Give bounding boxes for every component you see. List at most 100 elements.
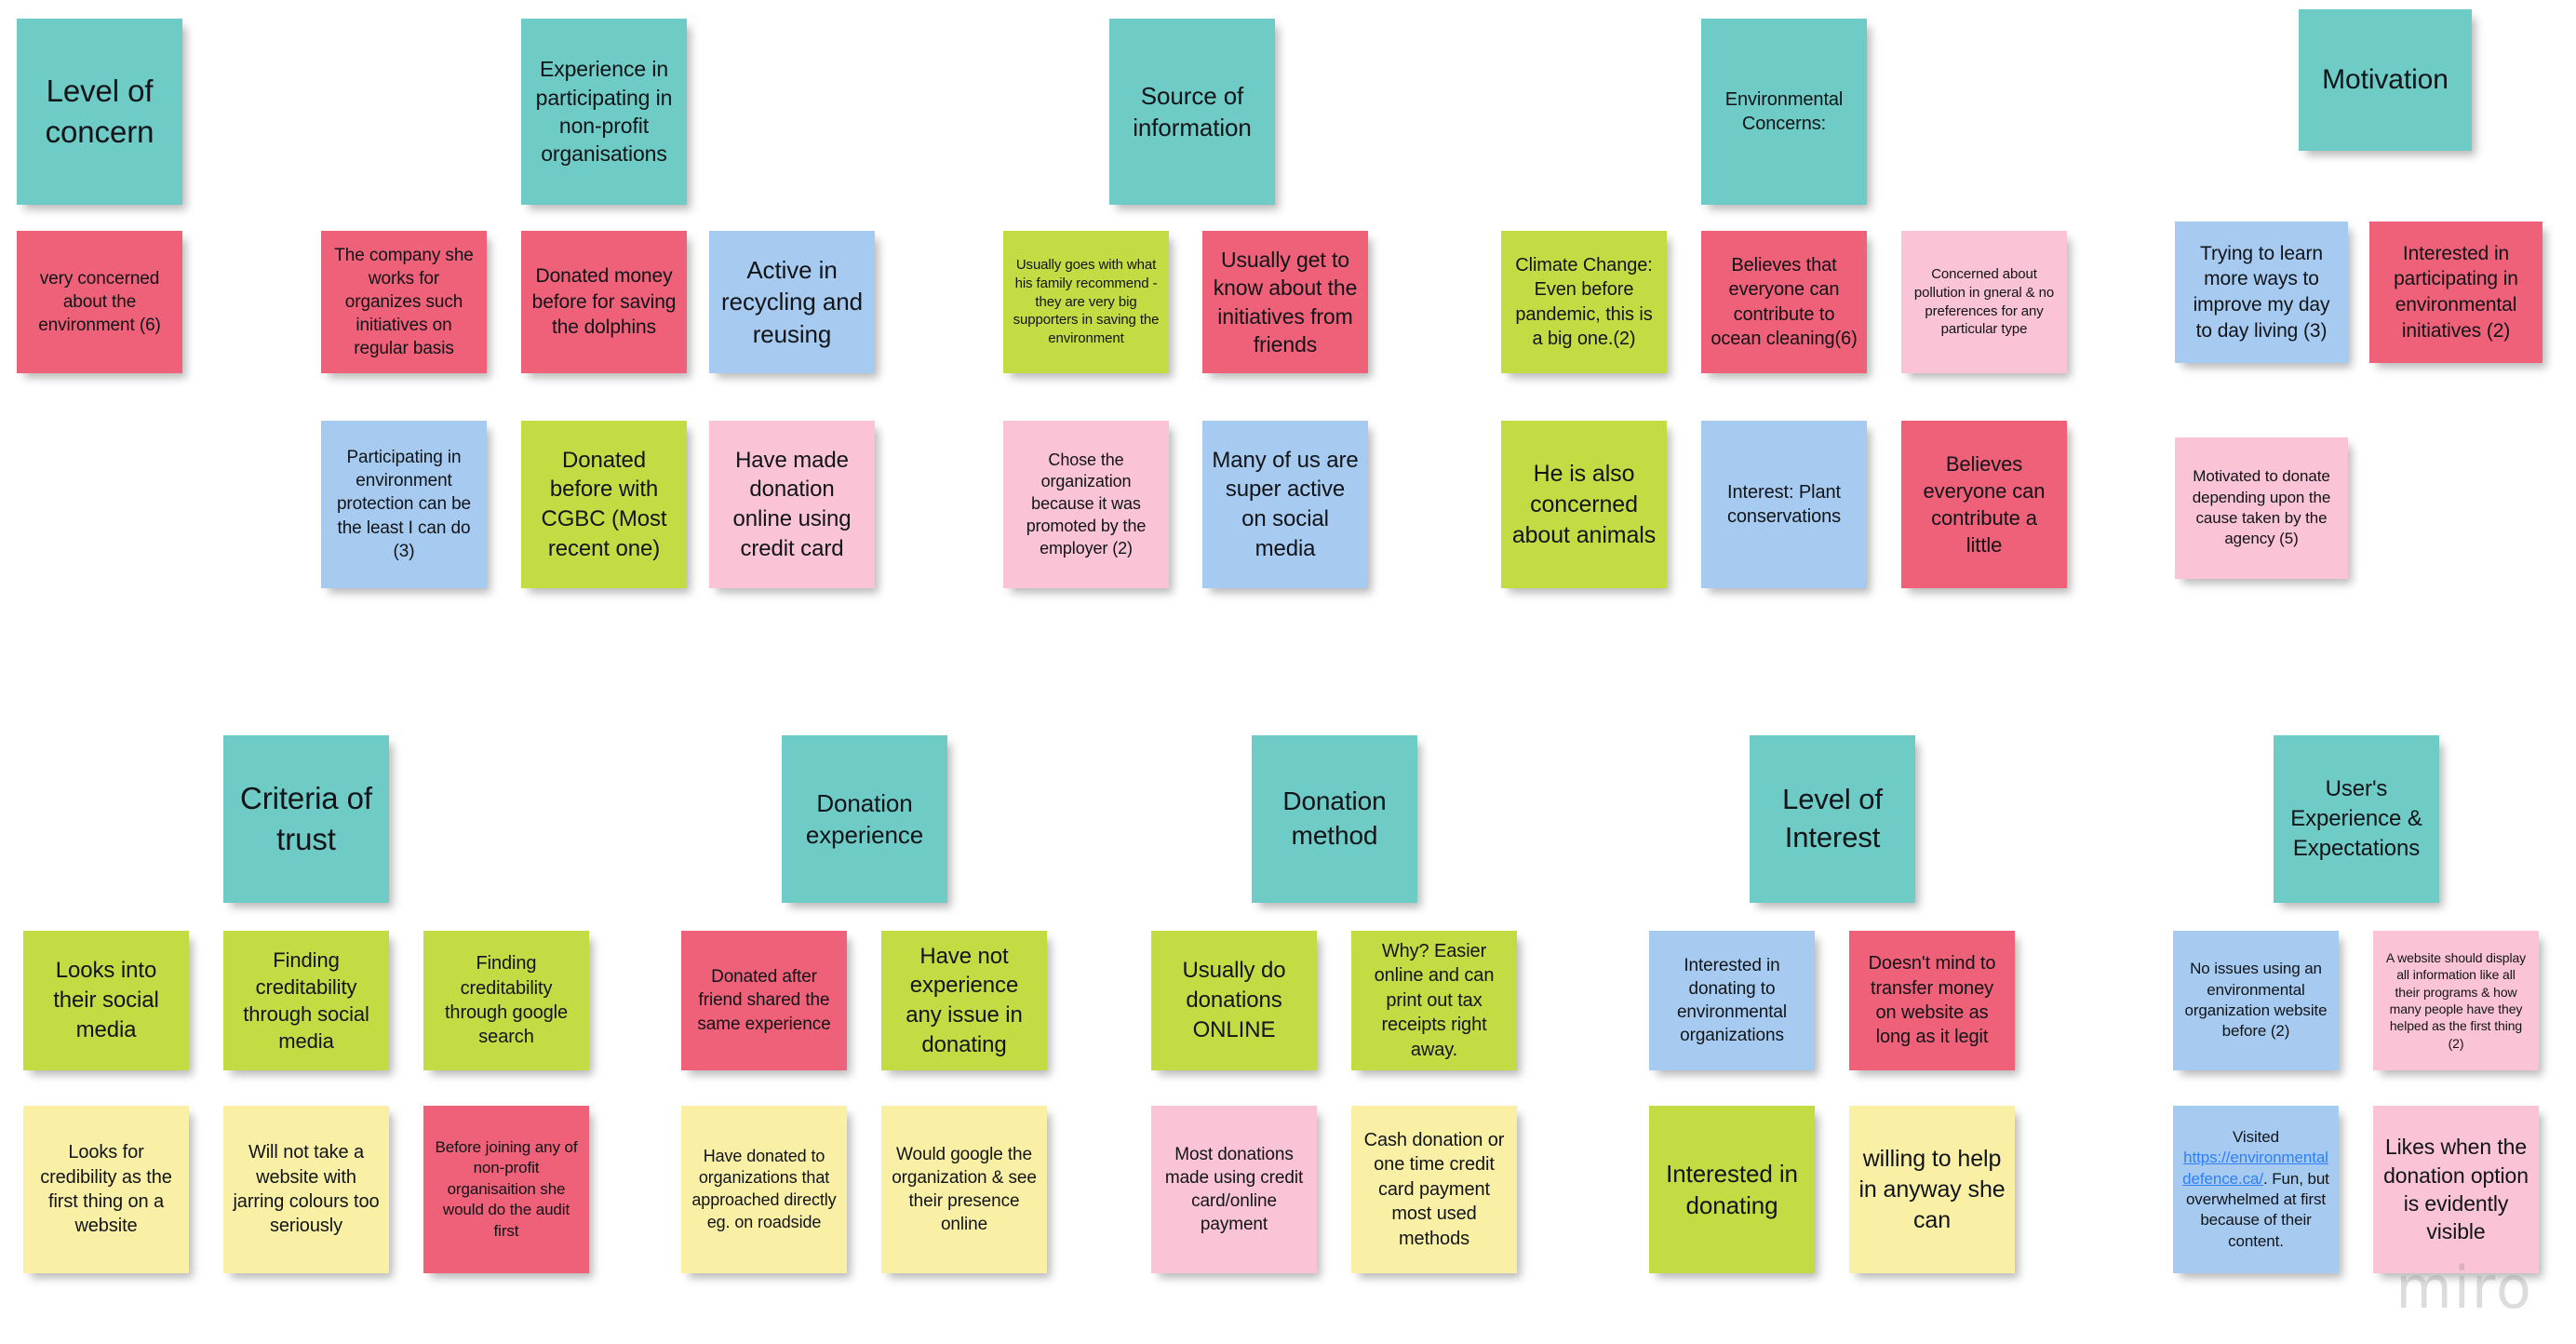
sticky-note-text: Usually get to know about the initiative… [1213,247,1358,356]
sticky-note-donation-method[interactable]: Most donations made using credit card/on… [1151,1106,1317,1273]
sticky-note-motivation[interactable]: Trying to learn more ways to improve my … [2175,222,2348,363]
group-header-users-experience-expectations[interactable]: User's Experience & Expectations [2274,735,2439,903]
sticky-note-text: Most donations made using credit card/on… [1164,1144,1304,1235]
sticky-note-text: Climate Change: Even before pandemic, th… [1515,254,1653,349]
sticky-note-text: Concerned about pollution in gneral & no… [1913,265,2055,338]
sticky-note-text: Doesn't mind to transfer money on websit… [1868,953,1996,1048]
sticky-note-text: Will not take a website with jarring col… [233,1142,380,1237]
group-header-donation-experience[interactable]: Donation experience [782,735,947,903]
sticky-note-text: Finding creditability through google sea… [444,953,569,1048]
sticky-note-users-experience-expectations[interactable]: No issues using an environmental organiz… [2173,931,2339,1070]
sticky-note-donation-method[interactable]: Usually do donations ONLINE [1151,931,1317,1070]
sticky-note-motivation[interactable]: Motivated to donate depending upon the c… [2175,437,2348,579]
sticky-note-experience-non-profit[interactable]: Active in recycling and reusing [709,231,875,373]
sticky-note-donation-experience[interactable]: Would google the organization & see thei… [881,1106,1047,1273]
group-header-level-of-interest[interactable]: Level of Interest [1750,735,1915,903]
sticky-note-text: willing to help in anyway she can [1858,1145,2006,1233]
group-header-label: Criteria of trust [240,781,372,856]
group-header-label: Donation experience [805,788,924,849]
sticky-note-donation-method[interactable]: Cash donation or one time credit card pa… [1351,1106,1517,1273]
sticky-note-source-of-information[interactable]: Usually goes with what his family recomm… [1003,231,1169,373]
sticky-note-text: Donated after friend shared the same exp… [697,967,831,1034]
group-header-criteria-of-trust[interactable]: Criteria of trust [223,735,389,903]
sticky-note-criteria-of-trust[interactable]: Finding creditability through social med… [223,931,389,1070]
sticky-note-text: Usually goes with what his family recomm… [1013,257,1160,347]
group-header-label: Source of information [1133,81,1252,141]
sticky-note-text: Usually do donations ONLINE [1182,958,1286,1042]
sticky-note-experience-non-profit[interactable]: Donated money before for saving the dolp… [521,231,687,373]
sticky-note-environmental-concerns[interactable]: Concerned about pollution in gneral & no… [1901,231,2067,373]
sticky-note-level-of-concern[interactable]: very concerned about the environment (6) [17,231,182,373]
group-header-motivation[interactable]: Motivation [2299,9,2472,151]
sticky-note-experience-non-profit[interactable]: Donated before with CGBC (Most recent on… [521,421,687,588]
sticky-note-criteria-of-trust[interactable]: Before joining any of non-profit organis… [423,1106,589,1273]
group-header-level-of-concern[interactable]: Level of concern [17,19,182,205]
sticky-note-level-of-interest[interactable]: Interested in donating to environmental … [1649,931,1815,1070]
group-header-donation-method[interactable]: Donation method [1252,735,1417,903]
sticky-note-level-of-interest[interactable]: Doesn't mind to transfer money on websit… [1849,931,2015,1070]
group-header-experience-non-profit[interactable]: Experience in participating in non-profi… [521,19,687,205]
sticky-note-text: Many of us are super active on social me… [1212,447,1359,561]
sticky-note-text: Looks into their social media [53,958,159,1042]
sticky-note-text: Before joining any of non-profit organis… [435,1137,578,1240]
sticky-note-text: very concerned about the environment (6) [38,268,161,336]
sticky-note-criteria-of-trust[interactable]: Will not take a website with jarring col… [223,1106,389,1273]
group-header-label: Motivation [2322,64,2449,96]
sticky-note-environmental-concerns[interactable]: He is also concerned about animals [1501,421,1667,588]
external-link[interactable]: https://environmentaldefence.ca/ [2182,1149,2328,1188]
group-header-environmental-concerns[interactable]: Environmental Concerns: [1701,19,1867,205]
group-header-label: Environmental Concerns: [1724,88,1844,134]
sticky-note-source-of-information[interactable]: Chose the organization because it was pr… [1003,421,1169,588]
sticky-note-experience-non-profit[interactable]: Participating in environment protection … [321,421,487,588]
sticky-note-text: Visited https://environmentaldefence.ca/… [2182,1127,2329,1250]
sticky-note-motivation[interactable]: Interested in participating in environme… [2369,222,2542,363]
sticky-note-criteria-of-trust[interactable]: Looks for credibility as the first thing… [23,1106,189,1273]
sticky-note-text: Interested in donating to environmental … [1676,955,1788,1046]
sticky-note-text: Would google the organization & see thei… [892,1144,1037,1235]
sticky-note-environmental-concerns[interactable]: Interest: Plant conservations [1701,421,1867,588]
sticky-note-source-of-information[interactable]: Many of us are super active on social me… [1202,421,1368,588]
sticky-note-text: Believes that everyone can contribute to… [1711,254,1858,349]
sticky-note-level-of-interest[interactable]: willing to help in anyway she can [1849,1106,2015,1273]
sticky-note-level-of-interest[interactable]: Interested in donating [1649,1106,1815,1273]
sticky-note-text: Why? Easier online and can print out tax… [1374,941,1495,1060]
sticky-note-text: Have donated to organizations that appro… [691,1146,837,1231]
sticky-note-donation-experience[interactable]: Have not experience any issue in donatin… [881,931,1047,1070]
sticky-note-text: A website should display all information… [2385,949,2527,1051]
sticky-note-experience-non-profit[interactable]: The company she works for organizes such… [321,231,487,373]
sticky-note-experience-non-profit[interactable]: Have made donation online using credit c… [709,421,875,588]
sticky-note-text: Chose the organization because it was pr… [1026,450,1147,558]
sticky-note-text: Likes when the donation option is eviden… [2383,1135,2529,1244]
sticky-note-text: Cash donation or one time credit card pa… [1363,1130,1505,1249]
sticky-note-text: The company she works for organizes such… [334,245,474,359]
sticky-note-text: Have made donation online using credit c… [732,447,852,561]
sticky-note-text: Looks for credibility as the first thing… [40,1142,172,1237]
sticky-note-text: Have not experience any issue in donatin… [906,943,1023,1057]
sticky-note-donation-experience[interactable]: Donated after friend shared the same exp… [681,931,847,1070]
sticky-note-criteria-of-trust[interactable]: Finding creditability through google sea… [423,931,589,1070]
sticky-note-users-experience-expectations[interactable]: Visited https://environmentaldefence.ca/… [2173,1106,2339,1273]
sticky-note-users-experience-expectations[interactable]: A website should display all information… [2373,931,2539,1070]
sticky-note-text: Active in recycling and reusing [721,256,863,348]
sticky-note-environmental-concerns[interactable]: Believes everyone can contribute a littl… [1901,421,2067,588]
group-header-source-of-information[interactable]: Source of information [1109,19,1275,205]
sticky-note-text: No issues using an environmental organiz… [2184,960,2328,1041]
group-header-label: Level of concern [45,74,154,149]
sticky-note-donation-experience[interactable]: Have donated to organizations that appro… [681,1106,847,1273]
group-header-label: Experience in participating in non-profi… [535,57,673,167]
sticky-note-environmental-concerns[interactable]: Believes that everyone can contribute to… [1701,231,1867,373]
sticky-note-text: Donated before with CGBC (Most recent on… [541,447,667,561]
sticky-note-donation-method[interactable]: Why? Easier online and can print out tax… [1351,931,1517,1070]
sticky-note-text: Believes everyone can contribute a littl… [1923,451,2046,558]
sticky-note-text: Interest: Plant conservations [1726,481,1842,527]
group-header-label: User's Experience & Expectations [2290,776,2422,861]
sticky-note-environmental-concerns[interactable]: Climate Change: Even before pandemic, th… [1501,231,1667,373]
sticky-note-text: He is also concerned about animals [1511,460,1657,548]
sticky-note-text: Donated money before for saving the dolp… [531,264,677,339]
sticky-note-users-experience-expectations[interactable]: Likes when the donation option is eviden… [2373,1106,2539,1273]
sticky-note-criteria-of-trust[interactable]: Looks into their social media [23,931,189,1070]
sticky-note-source-of-information[interactable]: Usually get to know about the initiative… [1202,231,1368,373]
sticky-note-text: Interested in participating in environme… [2394,242,2518,342]
group-header-label: Level of Interest [1782,783,1883,853]
